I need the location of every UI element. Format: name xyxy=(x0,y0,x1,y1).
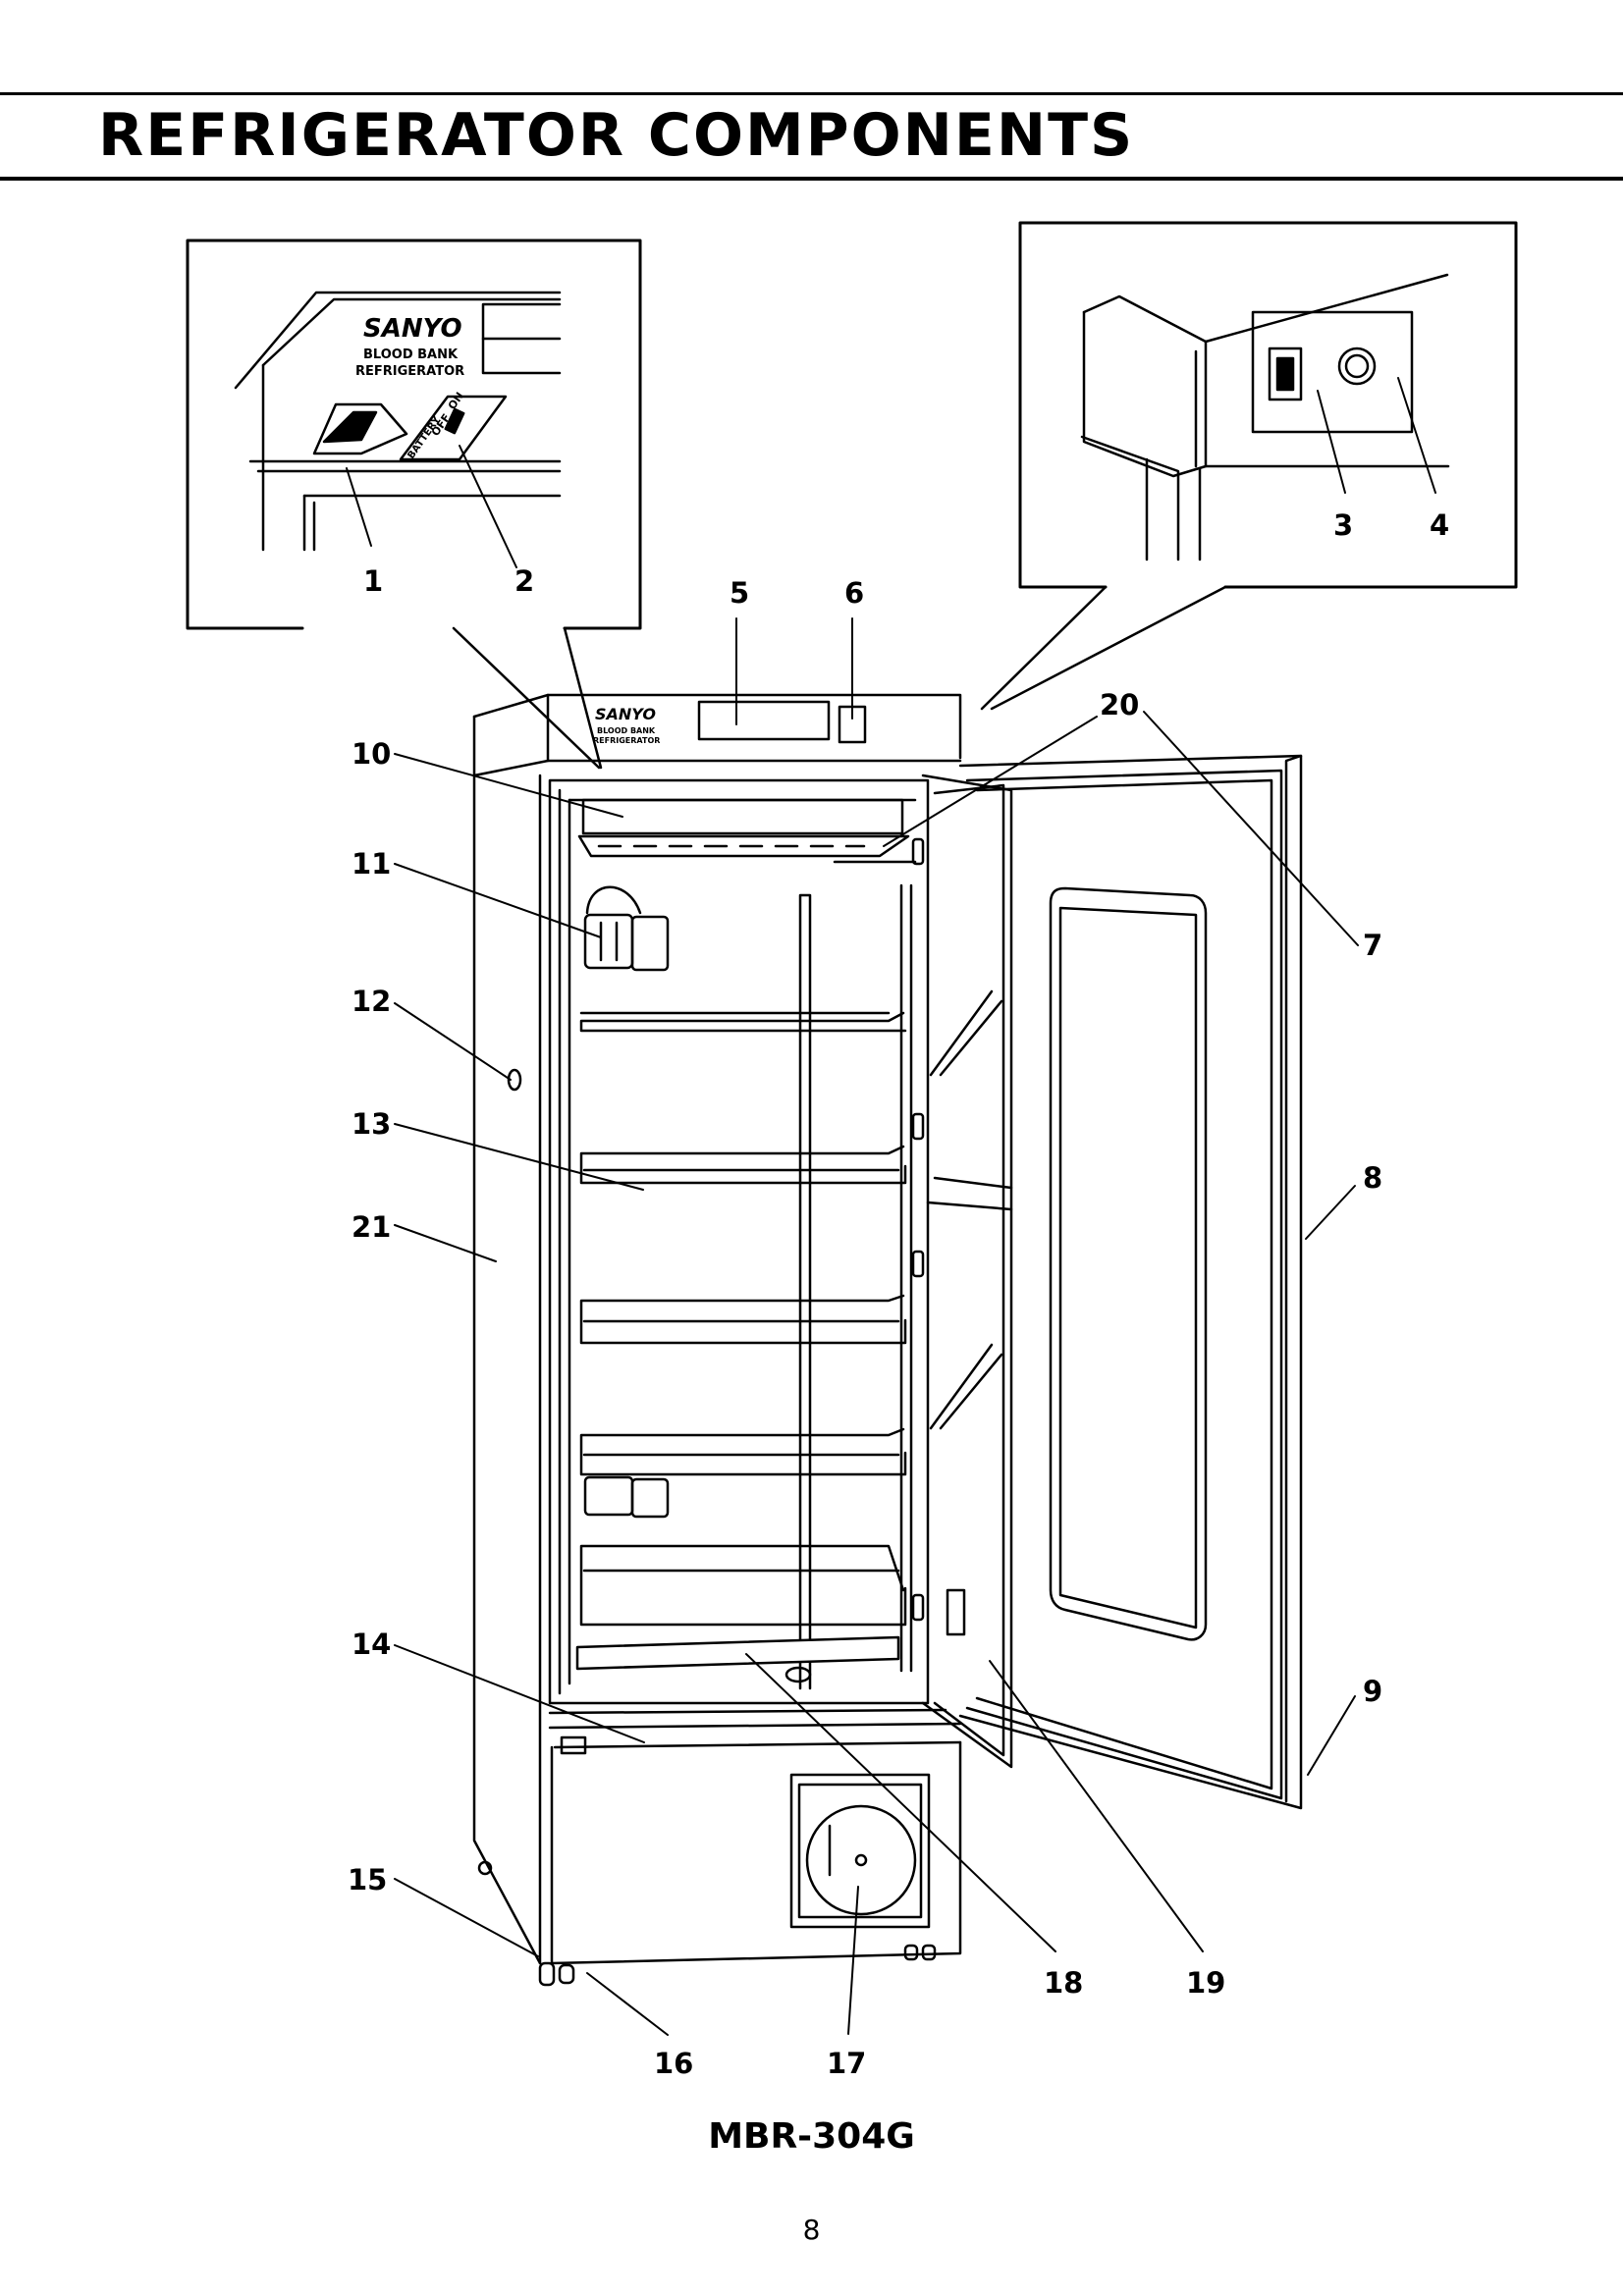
cabinet-line1-label: BLOOD BANK xyxy=(597,726,656,735)
callout-12: 12 xyxy=(352,985,391,1018)
model-name: MBR-304G xyxy=(708,2116,915,2157)
callout-19: 19 xyxy=(1186,1966,1225,2000)
glass-door xyxy=(911,774,1013,1769)
header-rule-top xyxy=(0,92,1623,95)
callout-20: 20 xyxy=(1100,688,1139,721)
right-inset xyxy=(1018,221,1518,589)
callout-11: 11 xyxy=(352,847,391,881)
callout-6: 6 xyxy=(844,576,864,610)
header-rule-bottom xyxy=(0,177,1623,181)
cabinet-brand-label: SANYO xyxy=(595,705,656,723)
shelves xyxy=(579,1011,907,1627)
callout-5: 5 xyxy=(730,576,749,610)
callout-10: 10 xyxy=(352,737,391,771)
callout-2: 2 xyxy=(514,564,534,598)
callout-21: 21 xyxy=(352,1210,391,1244)
callout-15: 15 xyxy=(348,1863,387,1896)
callout-13: 13 xyxy=(352,1107,391,1141)
refrigerator-cabinet xyxy=(472,693,962,1987)
callout-4: 4 xyxy=(1430,508,1449,542)
callout-3: 3 xyxy=(1333,508,1353,542)
page-number: 8 xyxy=(802,2214,821,2246)
inset-line2-label: REFRIGERATOR xyxy=(355,364,464,379)
callout-7: 7 xyxy=(1363,929,1382,962)
callout-numbers: 1 2 3 4 5 6 7 8 9 10 11 12 13 14 15 16 1… xyxy=(348,508,1449,2080)
leader-lines xyxy=(346,377,1436,2036)
callout-1: 1 xyxy=(363,564,383,598)
left-inset xyxy=(186,239,642,630)
callout-17: 17 xyxy=(827,2047,866,2080)
inset-line1-label: BLOOD BANK xyxy=(363,347,459,362)
callout-8: 8 xyxy=(1363,1161,1382,1195)
cabinet-line2-label: REFRIGERATOR xyxy=(593,736,660,745)
callout-14: 14 xyxy=(352,1628,391,1661)
inset-brand-label: SANYO xyxy=(363,314,462,344)
outer-door xyxy=(946,754,1303,1810)
callout-9: 9 xyxy=(1363,1675,1382,1708)
page-title: REFRIGERATOR COMPONENTS xyxy=(98,101,1135,170)
callout-16: 16 xyxy=(654,2047,693,2080)
callout-18: 18 xyxy=(1044,1966,1083,2000)
